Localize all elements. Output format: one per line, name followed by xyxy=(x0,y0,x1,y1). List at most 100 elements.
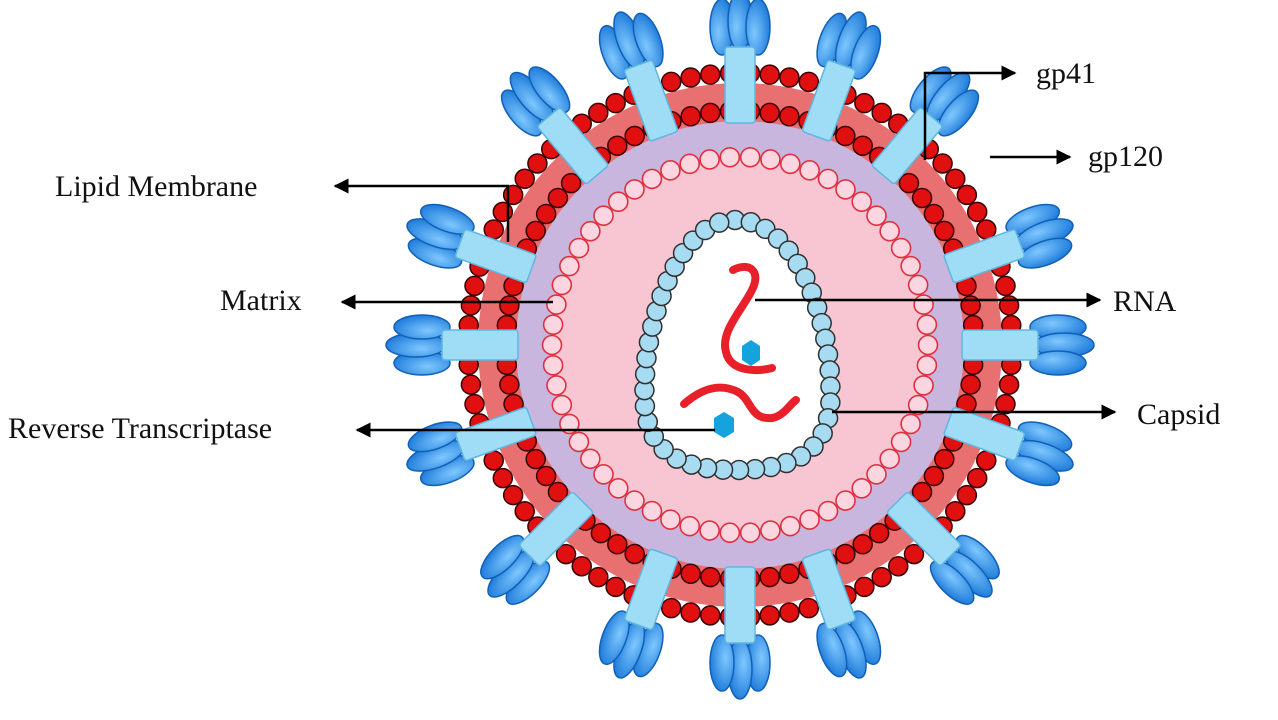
matrix-bead xyxy=(568,237,590,259)
gp41-stalk xyxy=(801,548,856,631)
matrix-bead xyxy=(559,413,580,435)
gp120-label: gp120 xyxy=(1088,140,1163,173)
lipid-bead xyxy=(956,484,978,506)
gp41-stalk xyxy=(886,491,961,566)
matrix-bead xyxy=(913,294,934,315)
envelope-spike xyxy=(1005,421,1074,487)
lipid-bead xyxy=(607,534,628,555)
gp41-stalk-body xyxy=(724,46,756,124)
gp41-stalk xyxy=(801,59,856,142)
envelope-spike xyxy=(500,66,571,137)
lipid-bead xyxy=(759,102,780,124)
matrix-bead-ring xyxy=(541,146,939,544)
gp120-knob xyxy=(632,12,664,68)
envelope-spike xyxy=(1005,203,1074,269)
gp120-knob xyxy=(709,634,735,692)
matrix-bead xyxy=(799,160,820,181)
matrix-bead xyxy=(551,274,573,296)
rna-strand-lower xyxy=(680,383,800,423)
matrix-bead xyxy=(851,191,873,213)
gp41-stalk xyxy=(943,406,1026,461)
gp41-stalk-body xyxy=(454,229,537,284)
matrix-bead xyxy=(559,255,580,277)
lipid-bead xyxy=(660,597,682,619)
gp41-stalk-body xyxy=(519,491,594,566)
matrix-bead xyxy=(817,168,839,190)
lipid-bead xyxy=(680,67,701,88)
lipid-bead xyxy=(911,481,933,503)
gp41-stalk-body xyxy=(537,107,609,185)
matrix-bead xyxy=(551,394,573,416)
matrix-bead xyxy=(624,490,645,511)
matrix-bead xyxy=(866,205,887,227)
envelope-spike xyxy=(480,534,551,605)
envelope-spike xyxy=(598,610,664,679)
lipid-bead xyxy=(680,602,701,623)
gp41-stalk xyxy=(519,491,594,566)
lipid-bead xyxy=(700,102,721,124)
lipid-bead xyxy=(868,522,890,544)
matrix-bead xyxy=(660,509,681,530)
rna-strand-upper xyxy=(721,262,776,374)
lipid-bead xyxy=(759,605,780,626)
matrix-bead xyxy=(593,205,614,227)
matrix-bead xyxy=(890,431,912,453)
lipid-bead xyxy=(700,605,721,626)
matrix-bead xyxy=(917,334,939,356)
gp41-stalk xyxy=(441,329,519,361)
gp120-knob xyxy=(480,534,525,580)
lipid-bead xyxy=(607,135,628,156)
matrix-bead xyxy=(719,146,741,168)
gp41-stalk xyxy=(943,229,1026,284)
capsid-label: Capsid xyxy=(1137,398,1220,431)
matrix-bead xyxy=(913,375,934,396)
gp120-knob xyxy=(598,610,630,666)
lipid-bead xyxy=(499,374,520,395)
matrix-bead xyxy=(817,500,839,522)
lipid-bead xyxy=(527,153,548,174)
lipid-bead xyxy=(492,201,514,223)
lipid-membrane-label: Lipid Membrane xyxy=(55,170,257,203)
gp41-stalk xyxy=(454,406,537,461)
gp41-stalk-body xyxy=(801,548,856,631)
lipid-bead xyxy=(502,184,524,206)
gp120-knob xyxy=(528,66,571,114)
gp41-stalk xyxy=(624,548,679,631)
lipid-bead xyxy=(680,563,701,584)
lipid-bead xyxy=(514,500,535,522)
gp41-stalk-body xyxy=(943,406,1026,461)
envelope-spike xyxy=(1029,314,1095,376)
matrix-bead xyxy=(699,149,720,170)
gp41-stalk xyxy=(454,229,537,284)
lipid-bead xyxy=(525,220,546,242)
lipid-bead xyxy=(547,481,569,503)
matrix-bead xyxy=(542,355,564,376)
matrix-bead xyxy=(907,394,929,416)
envelope-spike xyxy=(385,314,451,376)
lipid-bead xyxy=(995,275,1016,297)
lipid-bead xyxy=(852,135,873,156)
gp120-knob xyxy=(929,560,975,605)
matrix-bead xyxy=(835,179,856,200)
lipid-bead xyxy=(502,484,524,506)
lipid-bead xyxy=(700,64,721,85)
envelope-spike xyxy=(709,634,771,700)
matrix-bead xyxy=(607,477,629,499)
lipid-bead xyxy=(555,543,577,565)
lipid-bead xyxy=(779,67,800,88)
matrix-bead xyxy=(679,515,701,537)
lipid-bead xyxy=(854,92,875,114)
lipid-bead xyxy=(923,465,945,487)
gp41-stalk xyxy=(724,46,756,124)
matrix-bead xyxy=(760,520,781,541)
matrix-bead xyxy=(900,255,921,277)
matrix-bead xyxy=(916,355,938,376)
matrix-bead xyxy=(879,448,900,470)
capsid-bead xyxy=(709,212,730,233)
lipid-bead xyxy=(966,201,988,223)
gp41-stalk-body xyxy=(724,566,756,644)
matrix-bead xyxy=(607,191,629,213)
lipid-bead xyxy=(934,448,955,470)
gp41-stalk-body xyxy=(624,59,679,142)
lipid-bead xyxy=(535,465,557,487)
